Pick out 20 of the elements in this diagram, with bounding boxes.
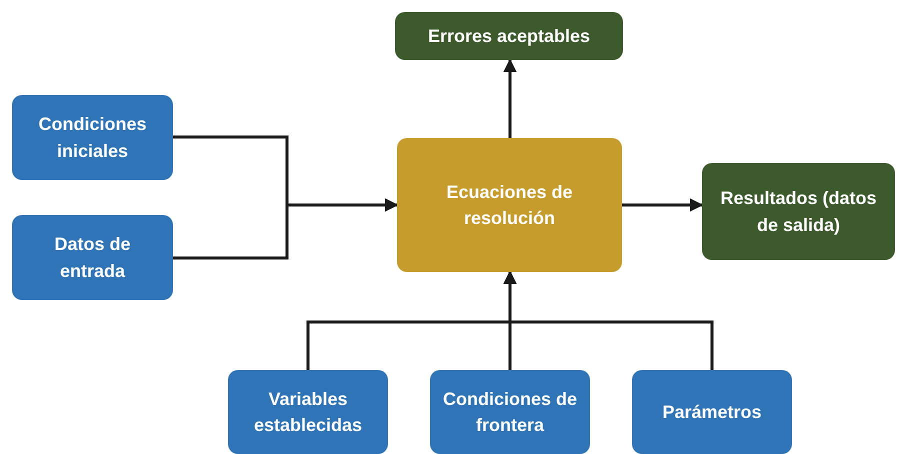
process-box	[228, 370, 388, 454]
box-label: Datos de entrada	[53, 233, 132, 282]
arrow	[503, 58, 517, 138]
process-box	[702, 163, 895, 260]
arrow	[173, 198, 398, 260]
box-label: Ecuaciones de resolución	[445, 180, 574, 230]
process-box	[430, 370, 590, 454]
box-label: Errores aceptables	[428, 24, 590, 48]
box-label: Condiciones iniciales	[37, 113, 148, 162]
process-box	[632, 370, 792, 454]
process-box	[12, 95, 173, 180]
box-label: Resultados (datos de salida)	[719, 187, 878, 237]
arrow	[622, 198, 704, 212]
process-box	[397, 138, 622, 272]
process-box	[12, 215, 173, 300]
box-label: Condiciones de frontera	[442, 388, 578, 437]
box-label: Variables establecidas	[252, 388, 364, 437]
arrow	[503, 270, 714, 370]
process-box	[395, 12, 623, 60]
box-label: Parámetros	[662, 400, 762, 424]
